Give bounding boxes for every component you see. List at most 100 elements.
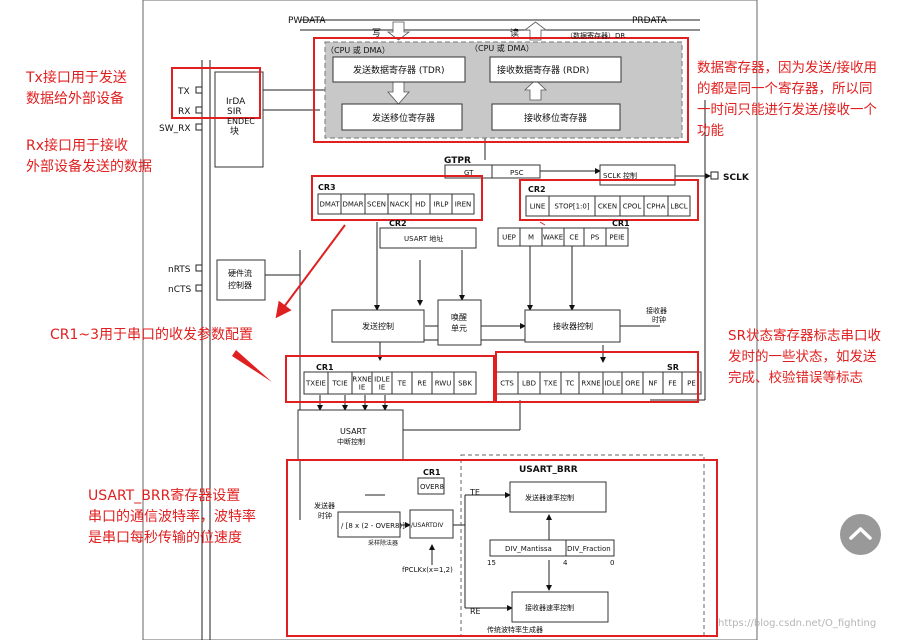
psc-label: PSC	[510, 169, 524, 177]
rx-pin-label: RX	[178, 107, 190, 117]
bit-cell-iren	[451, 193, 475, 215]
bit-cell-peie	[605, 227, 629, 247]
bit-label-nf: NF	[648, 379, 657, 387]
irda-block	[214, 71, 264, 168]
sr-annotation-line-2: 发时的一些状态，如发送	[728, 349, 877, 365]
bit-label-re: RE	[417, 379, 426, 387]
tx-pin-label: TX	[177, 87, 190, 97]
pin-markers	[195, 86, 719, 292]
te-label: TE	[469, 488, 480, 497]
bit-label-sbk: SBK	[458, 379, 472, 387]
brr-annotation-line-2: 串口的通信波特率，波特率	[88, 509, 256, 525]
rx-baud-label: 接收器速率控制	[525, 603, 574, 612]
rx-clock-label-1: 接收器	[646, 306, 667, 315]
rx-annotation-line-2: 外部设备发送的数据	[26, 159, 152, 175]
fpclk-label: fPCLKx(x=1,2)	[402, 566, 453, 574]
scroll-to-top-button[interactable]	[840, 514, 881, 555]
diagram-labels: PWDATA PRDATA 写 读 （数据寄存器）DR （CPU 或 DMA） …	[159, 16, 750, 634]
hw-flow-label-1: 硬件流	[228, 268, 252, 278]
bit-label-pe: PE	[687, 379, 696, 387]
tx-shift-box	[341, 103, 463, 131]
bit-label-idle: IDLE	[605, 379, 621, 387]
highlight-tx-rx	[171, 67, 261, 119]
bit-cell-pe	[681, 371, 702, 395]
hw-flow-label-2: 控制器	[228, 280, 252, 290]
tx-annotation-line-2: 数据给外部设备	[26, 91, 124, 107]
baud-gen-label: 传统波特率生成器	[487, 625, 543, 634]
div-mantissa-label: DIV_Mantissa	[505, 545, 552, 553]
cr2-mid-label: CR2	[389, 219, 407, 228]
div-fraction-label: DIV_Fraction	[567, 545, 611, 553]
tx-baud-box	[509, 481, 607, 513]
bit-label-stop-1-0-: STOP[1:0]	[554, 202, 589, 210]
rdr-label: 接收数据寄存器 (RDR)	[497, 64, 589, 76]
rx-annotation: Rx接口用于接收 外部设备发送的数据	[26, 136, 152, 178]
bit-label-fe: FE	[668, 379, 676, 387]
bit4-label: 4	[563, 559, 568, 567]
over8-label: OVER8	[420, 483, 444, 491]
bit-label-line: LINE	[530, 202, 546, 210]
highlight-cr2	[519, 179, 699, 221]
sclk-pin-label: SCLK	[723, 173, 750, 183]
sw-rx-pin-label: SW_RX	[159, 124, 191, 134]
arrow-cr3	[275, 224, 346, 319]
bit-label-lbcl: LBCL	[670, 202, 687, 210]
bit-label-lbd: LBD	[522, 379, 536, 387]
brr-title: USART_BRR	[519, 465, 578, 475]
dr-annotation-line-2: 的都是同一个寄存器，所以同	[697, 81, 873, 97]
bit-label-scen: SCEN	[367, 200, 386, 208]
bit-label-txe: TXE	[543, 379, 558, 387]
irq-label-1: USART	[340, 427, 367, 436]
bit-label-wake: WAKE	[543, 233, 563, 241]
bit-label-tc: TC	[565, 379, 575, 387]
read-label: 读	[510, 27, 519, 39]
bit-label-rxne-ie-1: IE	[359, 383, 366, 391]
bit-label-rwu: RWU	[435, 379, 452, 387]
cpu-dma-left: （CPU 或 DMA）	[326, 45, 390, 55]
dr-annotation-line-1: 数据寄存器，因为发送/接收用	[697, 60, 878, 76]
sclk-control-label: SCLK 控制	[603, 171, 637, 180]
rdr-box	[489, 56, 622, 83]
cpu-dma-right: （CPU 或 DMA）	[470, 43, 534, 53]
highlight-data-register	[313, 37, 689, 143]
div-box	[489, 539, 615, 557]
re-label: RE	[470, 607, 481, 616]
oversample-box	[337, 511, 401, 538]
cr1-over8-title: CR1	[423, 468, 441, 477]
dr-label: （数据寄存器）DR	[566, 31, 625, 40]
sr-annotation-line-3: 完成、校验错误等标志	[728, 370, 863, 386]
baud-dashed-area	[460, 454, 705, 637]
chevron-up-icon	[849, 527, 872, 540]
brr-annotation: USART_BRR寄存器设置 串口的通信波特率，波特率 是串口每秒传输的位速度	[88, 486, 256, 549]
usartdiv-label: /USARTDIV	[411, 522, 444, 529]
bit-label-nack: NACK	[390, 200, 410, 208]
highlight-boxes	[171, 37, 718, 637]
rx-clock-label-2: 时钟	[652, 315, 666, 324]
sr-annotation-line-1: SR状态寄存器标志串口收	[728, 328, 881, 344]
tx-control-box	[331, 309, 425, 343]
pwdata-label: PWDATA	[288, 16, 326, 26]
wakeup-label-1: 唤醒	[451, 312, 467, 322]
bit-label-ore: ORE	[625, 379, 640, 387]
bit-label-cken: CKEN	[598, 202, 617, 210]
bit-label-iren: IREN	[455, 200, 472, 208]
bit-label-txeie: TXEIE	[305, 379, 326, 387]
rx-shift-box	[491, 103, 621, 131]
irda-label-4: 块	[230, 125, 239, 137]
tx-clock-label-1: 发送器	[314, 501, 335, 510]
brr-annotation-line-3: 是串口每秒传输的位速度	[88, 530, 242, 546]
gtpr-label: GTPR	[444, 156, 471, 166]
tx-annotation-line-1: Tx接口用于发送	[26, 70, 127, 86]
bit-label-peie: PEIE	[609, 233, 624, 241]
brr-annotation-line-1: USART_BRR寄存器设置	[88, 488, 241, 504]
dr-annotation-line-4: 功能	[697, 123, 724, 139]
bit-label-rxne-ie-0: RXNE	[352, 375, 371, 383]
usart-address-box	[379, 227, 477, 249]
interrupt-control-box	[297, 409, 404, 461]
usart-address-label: USART 地址	[404, 234, 443, 243]
